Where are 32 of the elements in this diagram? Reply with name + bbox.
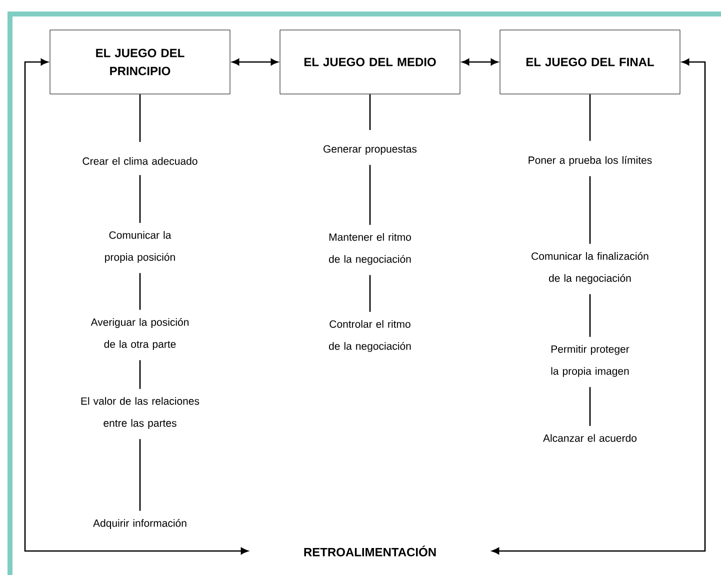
step-text: El valor de las relaciones entre las partes xyxy=(81,397,200,429)
connector-line xyxy=(139,439,141,511)
step-text: Averiguar la posición de la otra parte xyxy=(90,318,189,350)
step-text: Mantener el ritmo de la negociación xyxy=(329,233,411,265)
step-text: Generar propuestas xyxy=(324,145,417,155)
stage-box: EL JUEGO DEL PRINCIPIO xyxy=(50,30,230,94)
connector-line xyxy=(139,175,141,223)
connector-line xyxy=(589,387,591,426)
step-text: Adquirir información xyxy=(93,519,186,529)
arrow xyxy=(24,58,248,554)
connector-line xyxy=(139,360,141,389)
feedback-label: RETROALIMENTACIÓN xyxy=(304,546,436,556)
arrow xyxy=(462,58,498,66)
connector-line xyxy=(139,273,141,310)
stage-box: EL JUEGO DEL FINAL xyxy=(500,30,680,94)
connector-line xyxy=(589,294,591,337)
arrow xyxy=(492,58,706,554)
stage-box: EL JUEGO DEL MEDIO xyxy=(280,30,460,94)
step-text: Permitir proteger la propia imagen xyxy=(551,345,630,377)
step-text: Controlar el ritmo de la negociación xyxy=(329,320,411,352)
step-text: Poner a prueba los límites xyxy=(528,156,652,166)
step-text: Comunicar la propia posición xyxy=(105,231,175,263)
connector-line xyxy=(589,94,591,141)
step-text: Comunicar la finalización de la negociación xyxy=(532,252,648,284)
connector-line xyxy=(589,176,591,244)
connector-line xyxy=(369,94,371,130)
connector-line xyxy=(139,94,141,142)
connector-line xyxy=(369,275,371,312)
connector-line xyxy=(369,164,371,225)
step-text: Crear el clima adecuado xyxy=(82,157,198,165)
arrow xyxy=(232,58,278,66)
step-text: Alcanzar el acuerdo xyxy=(543,434,637,442)
